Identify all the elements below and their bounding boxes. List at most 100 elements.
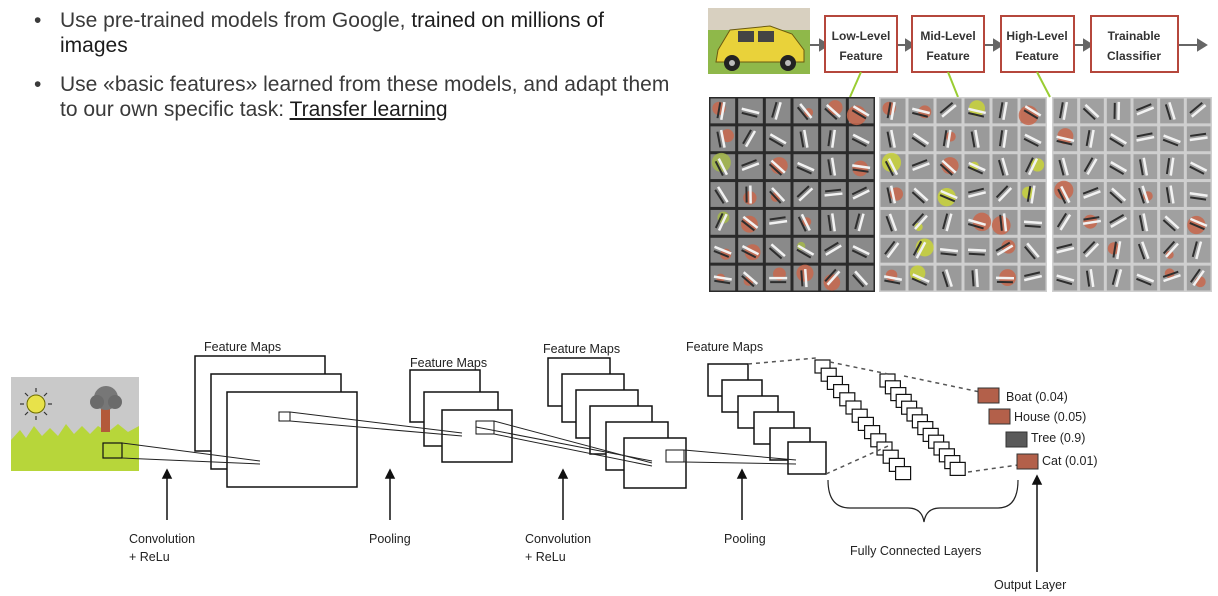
stage-label: Mid-Level <box>920 29 975 43</box>
filter-stroke <box>890 129 896 148</box>
filter-stroke <box>742 271 759 285</box>
filter-stroke <box>968 252 985 256</box>
filter-stroke <box>1137 243 1146 260</box>
filter-blob <box>823 274 841 291</box>
stage-label: Low-Level <box>832 29 891 43</box>
filter-stroke <box>913 187 929 202</box>
pool2-label: Pooling <box>724 532 766 546</box>
filter-stroke <box>941 159 957 174</box>
filter-stroke <box>1084 242 1100 258</box>
filter-stroke <box>911 107 931 115</box>
filter-stroke <box>1111 187 1127 202</box>
filter-stroke <box>803 269 808 288</box>
filter-stroke <box>714 245 732 255</box>
filter-blob <box>741 215 758 233</box>
filter-stroke <box>997 159 1005 176</box>
output-neuron-cat <box>1016 453 1039 470</box>
filter-stroke <box>912 162 930 172</box>
feature-maps-label: Feature Maps <box>410 356 487 370</box>
filter-stroke <box>1024 271 1041 277</box>
filter-stroke <box>714 160 724 177</box>
bullet-dot: • <box>34 9 42 32</box>
filter-stroke <box>915 241 927 259</box>
stage-label: Classifier <box>1107 49 1161 63</box>
filter-stroke <box>768 163 783 176</box>
filter-stroke <box>1111 269 1118 286</box>
bullet-item-2: • Use «basic features» learned from thes… <box>34 72 674 122</box>
filter-stroke <box>884 279 901 285</box>
filter-stroke <box>968 161 986 172</box>
output-label-cat: Cat (0.01) <box>1042 454 1098 468</box>
grid-background <box>709 97 875 292</box>
filter-stroke <box>1195 241 1203 260</box>
feature-maps-labels: Feature Maps Feature Maps Feature Maps F… <box>204 340 763 370</box>
feature-hierarchy-figure: Low-Level Feature Mid-Level Feature High… <box>708 8 1212 292</box>
bullet-text: Use «basic features» learned from these … <box>60 72 674 122</box>
filter-stroke <box>741 159 757 167</box>
filter-stroke <box>912 240 923 256</box>
filter-stroke <box>1060 185 1071 204</box>
output-neuron-tree <box>1005 431 1028 448</box>
filter-stroke <box>1192 269 1205 287</box>
filter-stroke <box>1085 130 1091 147</box>
pool1-feature-maps <box>409 369 513 463</box>
filter-stroke <box>945 269 953 288</box>
conv1-label: Convolution <box>129 532 195 546</box>
filter-stroke <box>1112 241 1117 258</box>
filter-stroke <box>1109 165 1125 175</box>
filter-stroke <box>803 129 809 148</box>
filter-stroke <box>1141 185 1150 204</box>
filter-stroke <box>884 160 894 177</box>
output-layer-label: Output Layer <box>994 578 1066 592</box>
mid-level-filter-grid <box>879 97 1047 292</box>
filter-stroke <box>771 101 778 118</box>
filter-stroke <box>1082 240 1096 254</box>
filter-stroke <box>796 248 812 259</box>
filter-stroke <box>1163 134 1181 144</box>
filter-stroke <box>796 185 810 198</box>
filter-stroke <box>797 244 815 256</box>
transfer-learning-link[interactable]: Transfer learning <box>289 98 448 121</box>
stage-label: Feature <box>1015 49 1059 63</box>
filter-stroke <box>768 247 783 260</box>
filter-stroke <box>1165 158 1171 175</box>
conv2-label: Convolution <box>525 532 591 546</box>
filter-stroke <box>720 101 726 121</box>
filter-stroke <box>1136 135 1155 142</box>
bullet-item-1: • Use pre-trained models from Google, tr… <box>34 8 674 58</box>
grid-background <box>879 97 1047 292</box>
pipeline-arrows <box>810 38 1208 52</box>
filter-stroke <box>912 132 930 145</box>
output-label-house: House (0.05) <box>1014 410 1086 424</box>
filter-stroke <box>884 240 896 255</box>
filter-stroke <box>1001 157 1009 176</box>
filter-stroke <box>769 219 788 225</box>
bullet-dot: • <box>34 73 42 96</box>
stage-high-level: High-Level Feature <box>1000 15 1075 73</box>
filter-stroke <box>714 279 731 285</box>
cnn-architecture-diagram: Boat (0.04) House (0.05) Tree (0.9) Cat … <box>11 340 1098 592</box>
filter-stroke <box>942 130 948 147</box>
fc-brace <box>827 479 1019 523</box>
output-neuron-boat <box>977 387 1000 404</box>
filter-stroke <box>1189 221 1205 231</box>
fc-neuron <box>894 466 912 481</box>
filter-stroke <box>1083 216 1100 221</box>
filter-stroke <box>942 213 949 230</box>
filter-stroke <box>1083 190 1101 199</box>
filter-stroke <box>1023 220 1043 225</box>
filter-stroke <box>1189 192 1208 197</box>
filter-stroke <box>1086 158 1098 176</box>
filter-stroke <box>940 189 958 200</box>
filter-stroke <box>1110 161 1128 173</box>
filter-stroke <box>857 213 865 232</box>
filter-stroke <box>1024 105 1042 117</box>
filter-stroke <box>1056 139 1073 146</box>
pool2-feature-maps <box>707 363 827 475</box>
bullet-1-emphasis: trained on millions of images <box>60 9 604 57</box>
output-neuron-house <box>988 408 1011 425</box>
stage-label: High-Level <box>1006 29 1067 43</box>
filter-stroke <box>1026 242 1040 258</box>
filter-stroke <box>886 242 900 259</box>
filter-stroke <box>770 159 786 174</box>
